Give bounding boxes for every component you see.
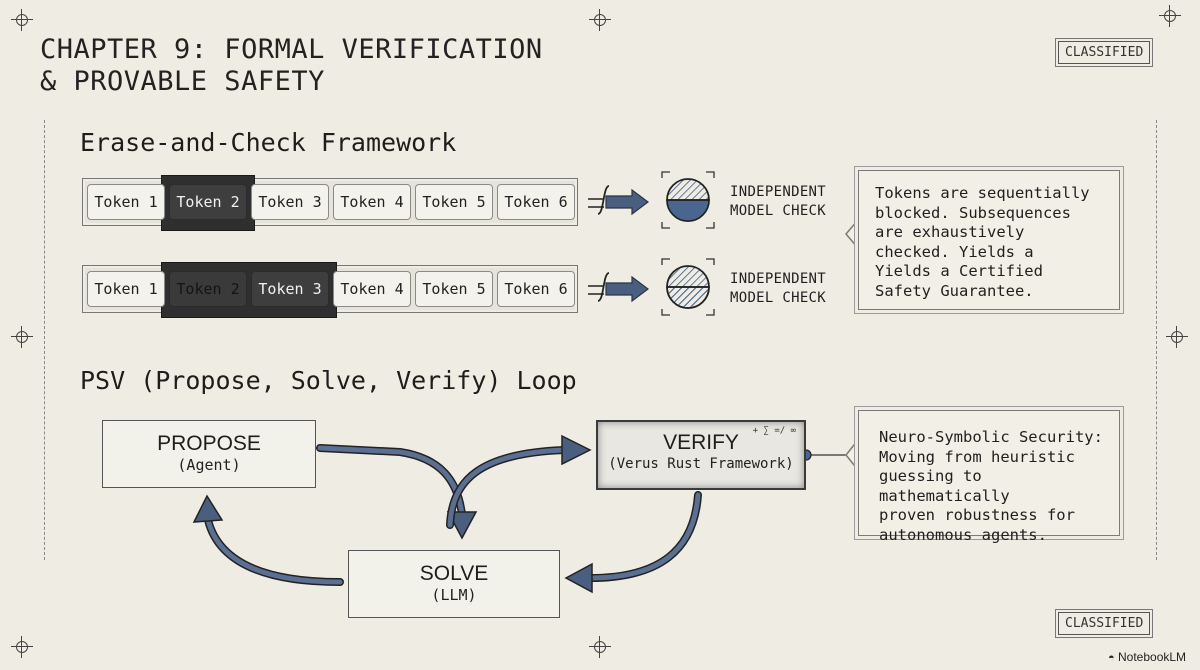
token-3-row-2-erased: Token 3 bbox=[251, 271, 329, 307]
propose-box: PROPOSE (Agent) bbox=[102, 420, 316, 488]
token-5-row-2: Token 5 bbox=[415, 271, 493, 307]
psv-callout-line2: Moving from heuristic bbox=[879, 447, 1075, 466]
token-sequence-row-2: Token 1 Token 2 Token 3 Token 4 Token 5 … bbox=[82, 262, 578, 318]
classified-stamp-bottom: CLASSIFIED bbox=[1054, 609, 1154, 638]
registration-mark-top-center bbox=[589, 9, 611, 31]
token-5-row-1: Token 5 bbox=[415, 184, 493, 220]
registration-mark-left bbox=[11, 326, 33, 348]
registration-mark-top-left bbox=[11, 9, 33, 31]
erase-callout-line6: Safety Guarantee. bbox=[875, 281, 1034, 300]
model-check-label-row-1-line2: MODEL CHECK bbox=[730, 203, 827, 219]
registration-mark-bottom-left bbox=[11, 636, 33, 658]
registration-mark-bottom-center bbox=[589, 636, 611, 658]
psv-callout: Neuro-Symbolic Security: Moving from heu… bbox=[858, 410, 1120, 544]
callout-connector-verify bbox=[800, 439, 859, 471]
model-check-label-row-1: INDEPENDENT MODEL CHECK bbox=[730, 183, 826, 221]
erase-callout-line1: Tokens are sequentially bbox=[875, 184, 1090, 202]
verify-title: VERIFY bbox=[663, 431, 739, 454]
psv-callout-line5: autonomous agents. bbox=[879, 525, 1047, 544]
model-check-label-row-2-line2: MODEL CHECK bbox=[730, 290, 827, 306]
model-check-sphere-row-1 bbox=[661, 171, 715, 229]
psv-callout-line4: proven robustness for bbox=[879, 506, 1075, 524]
arrow-propose-to-solve bbox=[316, 444, 478, 540]
propose-subtitle: (Agent) bbox=[177, 456, 241, 474]
solve-title: SOLVE bbox=[419, 562, 489, 585]
notebooklm-logo: ◓ NotebookLM bbox=[1108, 650, 1186, 664]
model-check-sphere-row-2 bbox=[661, 258, 715, 316]
model-check-label-row-1-line1: INDEPENDENT bbox=[730, 184, 827, 200]
page-title-line2: & PROVABLE SAFETY bbox=[40, 66, 325, 97]
erase-callout-line2: blocked. Subsequences bbox=[875, 203, 1071, 222]
token-1-row-2: Token 1 bbox=[87, 271, 165, 307]
token-3-row-1: Token 3 bbox=[251, 184, 329, 220]
verify-subtitle: (Verus Rust Framework) bbox=[608, 456, 794, 472]
erase-check-heading: Erase-and-Check Framework bbox=[80, 128, 457, 157]
registration-mark-right bbox=[1166, 326, 1188, 348]
token-2-row-1-erased: Token 2 bbox=[169, 184, 247, 220]
math-symbols: + ∑ =/ ∞ bbox=[752, 426, 796, 436]
right-margin-line bbox=[1156, 120, 1157, 560]
model-check-label-row-2-line1: INDEPENDENT bbox=[730, 271, 827, 287]
page-title-line1: CHAPTER 9: FORMAL VERIFICATION bbox=[40, 34, 543, 65]
token-6-row-1: Token 6 bbox=[497, 184, 575, 220]
psv-callout-line3: guessing to mathematically bbox=[879, 467, 1010, 505]
solve-box: SOLVE (LLM) bbox=[348, 550, 560, 618]
arrow-solve-to-propose bbox=[192, 494, 344, 586]
left-margin-line bbox=[44, 120, 45, 560]
token-sequence-row-1: Token 1 Token 2 Token 3 Token 4 Token 5 … bbox=[82, 175, 578, 231]
registration-mark-top-right bbox=[1159, 5, 1181, 27]
token-6-row-2: Token 6 bbox=[497, 271, 575, 307]
notebooklm-logo-icon: ◓ bbox=[1108, 652, 1115, 664]
psv-callout-line1: Neuro-Symbolic Security: bbox=[879, 428, 1103, 446]
notebooklm-logo-text: NotebookLM bbox=[1118, 650, 1187, 664]
arrow-solve-to-verify bbox=[446, 434, 592, 529]
arrow-verify-to-solve bbox=[564, 491, 702, 594]
classified-stamp-top: CLASSIFIED bbox=[1054, 38, 1154, 67]
token-1-row-1: Token 1 bbox=[87, 184, 165, 220]
callout-pointer-erase bbox=[845, 219, 859, 249]
erase-check-callout: Tokens are sequentially blocked. Subsequ… bbox=[858, 170, 1120, 310]
token-4-row-2: Token 4 bbox=[333, 271, 411, 307]
integral-arrow-row-2 bbox=[588, 272, 649, 303]
token-4-row-1: Token 4 bbox=[333, 184, 411, 220]
erase-callout-line5: Yields a Certified bbox=[875, 262, 1043, 280]
integral-arrow-row-1 bbox=[588, 185, 649, 216]
solve-subtitle: (LLM) bbox=[431, 586, 477, 604]
model-check-label-row-2: INDEPENDENT MODEL CHECK bbox=[730, 270, 826, 308]
erase-callout-line4: checked. Yields a bbox=[875, 242, 1034, 261]
page-title: CHAPTER 9: FORMAL VERIFICATION & PROVABL… bbox=[40, 34, 543, 98]
verify-box: VERIFY (Verus Rust Framework) + ∑ =/ ∞ bbox=[596, 420, 806, 490]
psv-heading: PSV (Propose, Solve, Verify) Loop bbox=[80, 366, 577, 395]
propose-title: PROPOSE bbox=[157, 432, 261, 455]
erase-callout-line3: are exhaustively bbox=[875, 223, 1025, 241]
token-2-row-2-erased: Token 2 bbox=[169, 271, 247, 307]
